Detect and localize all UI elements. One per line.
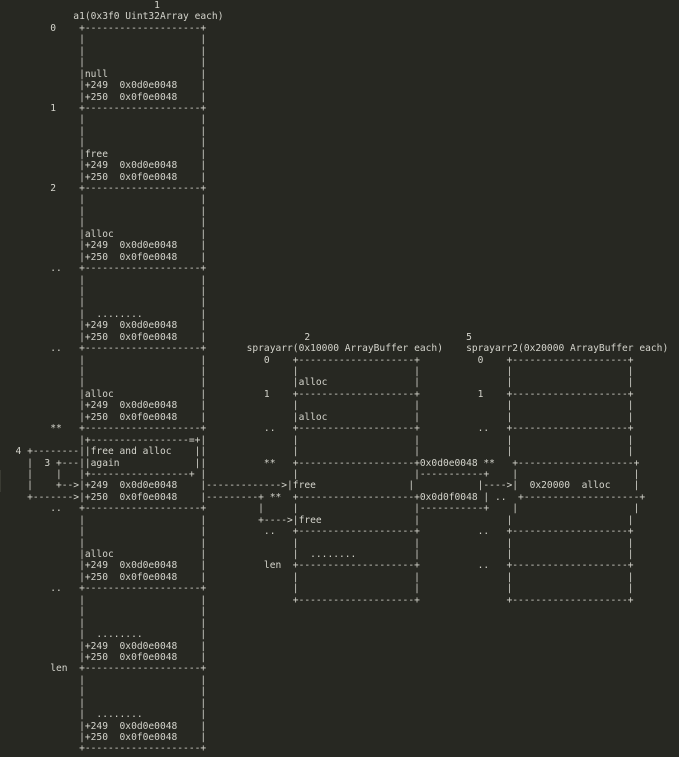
- code-line: | | +--------------------+ +------------…: [4, 594, 634, 606]
- code-line: |+250 0x0f0e0048 |: [4, 732, 207, 743]
- code-line: |+-----------------=+| | | | |: [4, 434, 634, 446]
- code-line: |+250 0x0f0e0048 | |alloc | | |: [4, 411, 634, 423]
- code-line: | |: [4, 137, 207, 149]
- code-line: | | 0 +--------------------+ 0 +--------…: [4, 354, 634, 366]
- code-line: .. +--------------------+ | | |---------…: [4, 503, 640, 515]
- code-line: | |: [4, 194, 207, 206]
- code-line: | | .. +--------------------+ .. +------…: [4, 526, 634, 538]
- code-line: 1: [4, 0, 160, 11]
- code-line: |+250 0x0f0e0048 |: [4, 251, 207, 263]
- code-line: len +--------------------+: [4, 663, 207, 675]
- code-line: | |: [4, 57, 207, 69]
- code-line: |free |: [4, 148, 207, 160]
- code-line: | ........ |: [4, 709, 207, 721]
- code-line: +--------------------+: [4, 743, 207, 755]
- code-line: | 3 +---||again || ** +-----------------…: [4, 457, 640, 469]
- code-line: ** +--------------------+ .. +----------…: [4, 423, 634, 435]
- code-line: | ........ |: [4, 629, 207, 641]
- code-line: | +-->|+249 0x0d0e0048 |------------->|f…: [4, 480, 640, 492]
- code-line: 1 +--------------------+: [4, 102, 207, 114]
- code-line: |+249 0x0d0e0048 | len +----------------…: [4, 560, 634, 572]
- code-line: |alloc | 1 +--------------------+ 1 +---…: [4, 388, 634, 400]
- code-line: |+250 0x0f0e0048 |: [4, 91, 207, 103]
- code-line: | |: [4, 45, 207, 57]
- code-line: 2 +--------------------+: [4, 183, 207, 194]
- code-line: +------->|+250 0x0f0e0048 |---------+ **…: [4, 491, 646, 503]
- code-line: |+249 0x0d0e0048 | | | | |: [4, 400, 634, 412]
- code-line: |+250 0x0f0e0048 |: [4, 651, 207, 663]
- code-line: |+249 0x0d0e0048 |: [4, 160, 207, 172]
- code-line: | |: [4, 674, 207, 686]
- code-line: |+250 0x0f0e0048 | | | | |: [4, 571, 634, 583]
- code-line: | |: [4, 617, 207, 629]
- code-line: | |: [4, 274, 207, 286]
- code-line: |+249 0x0d0e0048 |: [4, 640, 207, 652]
- code-line: .. +--------------------+: [4, 263, 207, 275]
- code-line: | |: [4, 606, 207, 618]
- code-line: |+250 0x0f0e0048 | 2 5: [4, 331, 472, 343]
- code-line: | |: [4, 285, 207, 297]
- code-line: 0 +--------------------+: [4, 22, 207, 34]
- code-line: | |: [4, 205, 207, 217]
- code-line: a1(0x3f0 Uint32Array each): [4, 11, 224, 23]
- code-line: | | | | | |: [4, 537, 634, 549]
- code-line: |+250 0x0f0e0048 |: [4, 171, 207, 183]
- code-line: |alloc |: [4, 228, 207, 240]
- code-line: | | |alloc | | |: [4, 377, 634, 389]
- code-line: .. +--------------------+ sprayarr(0x100…: [4, 343, 669, 355]
- code-line: | |: [4, 697, 207, 709]
- code-line: |+249 0x0d0e0048 |: [4, 240, 207, 252]
- code-line: | |: [4, 297, 207, 309]
- scroll-marker: [0, 470, 1, 492]
- code-line: | |: [4, 34, 207, 46]
- ascii-memory-diagram: 1 a1(0x3f0 Uint32Array each) 0 +--------…: [4, 0, 669, 755]
- code-line: 4 +--------||free and alloc || | | | |: [4, 446, 634, 458]
- code-line: |alloc | | ........ | | |: [4, 549, 634, 560]
- code-line: | | +---->|free | | |: [4, 514, 634, 526]
- code-line: | | | | | |: [4, 366, 634, 377]
- code-line: | ........ |: [4, 308, 207, 320]
- code-line: |null |: [4, 68, 207, 80]
- code-line: |+249 0x0d0e0048 |: [4, 720, 207, 732]
- code-line: |+249 0x0d0e0048 |: [4, 80, 207, 92]
- code-line: | |: [4, 125, 207, 137]
- code-line: | |: [4, 686, 207, 698]
- code-line: | |: [4, 114, 207, 126]
- code-line: |+249 0x0d0e0048 |: [4, 320, 207, 332]
- code-line: | |: [4, 217, 207, 229]
- code-line: .. +--------------------+ | | | |: [4, 583, 634, 595]
- code-line: | | |+-----------------+ | | |----------…: [4, 468, 640, 480]
